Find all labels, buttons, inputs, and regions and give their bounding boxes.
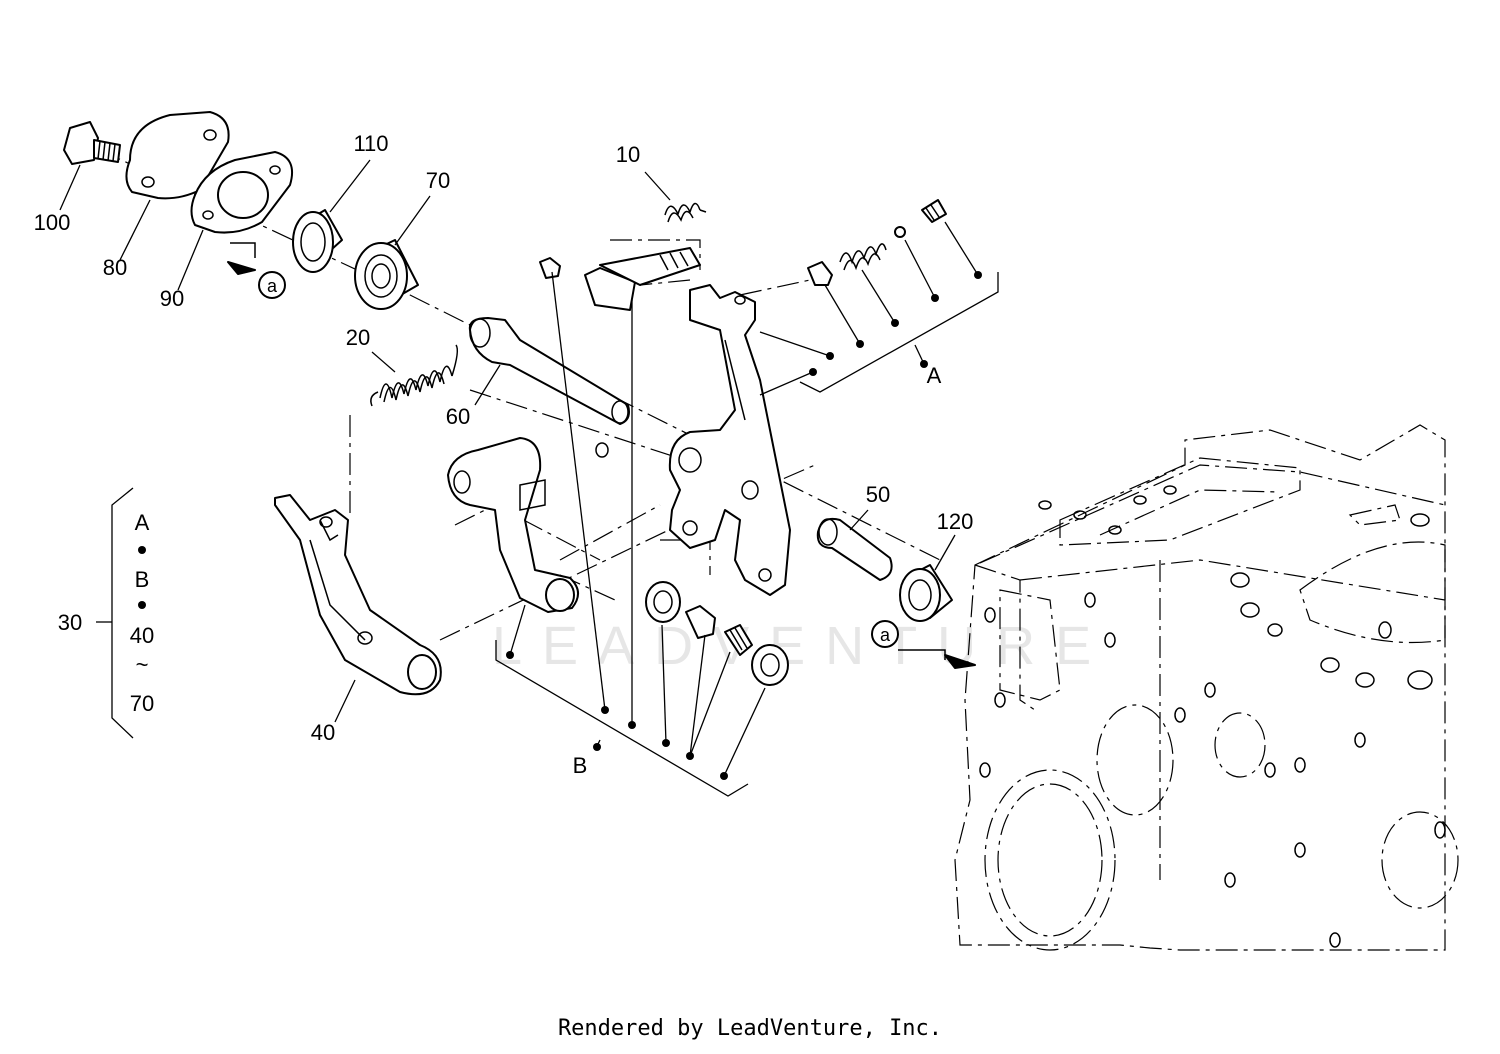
part-100-bolt (63, 121, 121, 165)
part-40-lever (274, 494, 442, 696)
part-10-spring (664, 202, 707, 223)
reference-markers (227, 242, 976, 669)
part-80-cover-plate (125, 111, 230, 200)
part-110-oil-seal (292, 209, 343, 273)
callout-90: 90 (160, 286, 184, 311)
ref-marker-a-1: a (267, 276, 278, 296)
group-label-B: B (573, 753, 588, 778)
callout-110: 110 (353, 131, 388, 156)
callout-70: 70 (426, 168, 450, 193)
part-70-bearing (354, 239, 419, 310)
kit-line-tilde: ~ (136, 652, 149, 677)
callout-labels: 10 20 30 40 50 60 70 80 90 100 110 120 A… (34, 131, 974, 778)
bracket-B (495, 271, 766, 797)
callout-40: 40 (311, 720, 335, 745)
group-b-small-parts (539, 247, 789, 686)
callout-60: 60 (446, 404, 470, 429)
kit-line-40: 40 (130, 623, 154, 648)
governor-lever-plate (668, 284, 791, 596)
part-50-pin (816, 517, 893, 581)
part-60-shaft (468, 317, 630, 425)
part-90-gasket (190, 151, 294, 234)
leader-lines (59, 159, 956, 723)
kit-line-A: A (135, 510, 150, 535)
fork-lever (447, 437, 579, 613)
kit-bracket-30: A B 40 ~ 70 (111, 487, 154, 739)
engine-block (954, 424, 1459, 951)
callout-20: 20 (346, 325, 370, 350)
part-20-spring (370, 344, 459, 407)
part-120-bearing (899, 564, 953, 622)
callout-120: 120 (937, 509, 974, 534)
group-label-A: A (927, 363, 942, 388)
group-a-small-parts (807, 199, 947, 286)
callout-80: 80 (103, 255, 127, 280)
callout-50: 50 (866, 482, 890, 507)
callout-10: 10 (616, 142, 640, 167)
leadventure-watermark: LEADVENTURE (492, 616, 1111, 676)
ref-marker-a-2: a (880, 625, 891, 645)
callout-30: 30 (58, 610, 82, 635)
kit-line-B: B (135, 567, 150, 592)
footer-credit: Rendered by LeadVenture, Inc. (557, 1016, 943, 1041)
callout-100: 100 (34, 210, 71, 235)
bracket-A (759, 221, 999, 396)
kit-line-70: 70 (130, 691, 154, 716)
